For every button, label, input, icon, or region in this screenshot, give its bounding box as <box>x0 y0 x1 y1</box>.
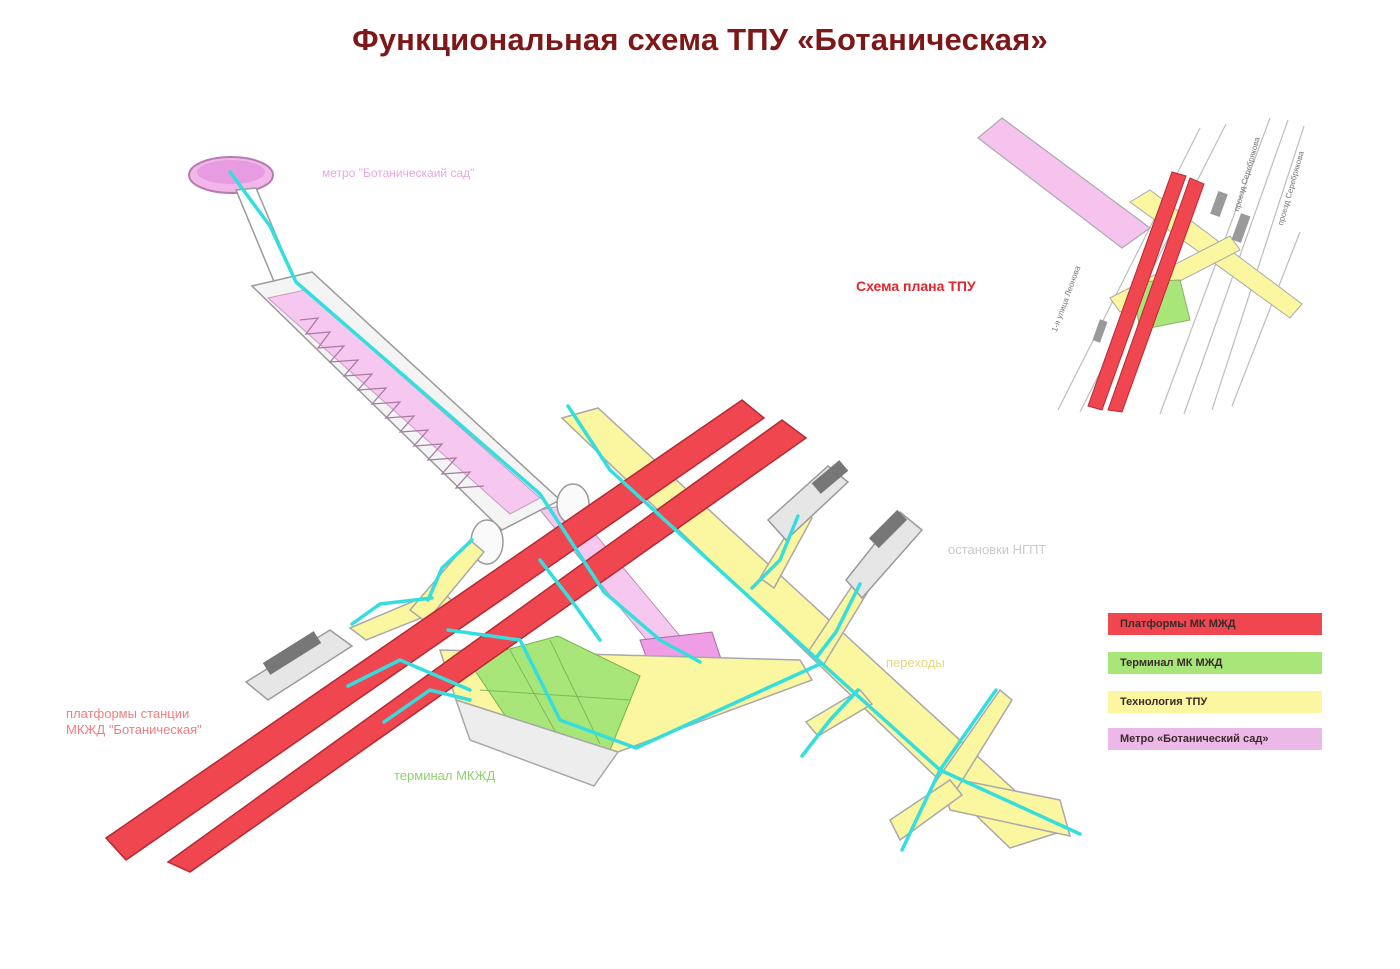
route-mid-left <box>382 688 472 724</box>
route-terminal-loop <box>446 628 822 750</box>
page-title: Функциональная схема ТПУ «Ботаническая» <box>352 22 1048 57</box>
terminal-outer-base <box>454 698 620 787</box>
route-right-vertical <box>900 688 998 852</box>
plan-caption: Схема плана ТПУ <box>856 278 976 294</box>
platform-right <box>166 419 808 873</box>
legend-item-metro: Метро «Ботанический сад» <box>1108 728 1322 750</box>
route-metro-spine <box>228 170 702 664</box>
bus-stop-2-canopy <box>868 509 908 549</box>
route-lower-right <box>800 688 860 758</box>
legend-label-terminal: Терминал МК МЖД <box>1120 657 1223 669</box>
bus-stop-pavilions <box>244 460 924 701</box>
bus-stop-3-canopy <box>262 631 322 675</box>
platform-left <box>104 399 766 861</box>
legend-item-platforms: Платформы МК МЖД <box>1108 613 1322 635</box>
route-to-stop-2 <box>814 582 862 660</box>
mkzhd-platforms <box>104 399 808 873</box>
route-crossing <box>538 558 602 642</box>
plan-inset <box>977 117 1305 415</box>
metro-stairs-zigzag <box>299 317 485 489</box>
label-metro: метро "Ботаническаий сад" <box>322 166 475 180</box>
legend-item-technology: Технология ТПУ <box>1108 691 1322 713</box>
terminal-mkzhd-structure <box>454 635 641 787</box>
label-transitions: переходы <box>886 655 945 670</box>
passage-lower-right <box>804 689 874 737</box>
route-to-stop-1 <box>750 514 800 590</box>
label-terminal: терминал МКЖД <box>394 768 496 783</box>
legend-label-technology: Технология ТПУ <box>1120 696 1208 708</box>
legend-label-metro: Метро «Ботанический сад» <box>1120 733 1269 745</box>
legend-label-platforms: Платформы МК МЖД <box>1120 618 1236 630</box>
route-left-ramp <box>426 538 474 602</box>
label-platforms-line2: МКЖД "Ботаническая" <box>66 722 202 737</box>
route-left-stairs <box>350 596 434 626</box>
label-bus-stops: остановки НГПТ <box>948 542 1047 557</box>
metro-escalator-hall <box>266 289 541 515</box>
plan-metro-hall <box>977 117 1152 249</box>
plan-platform-right <box>1107 177 1205 413</box>
metro-structure <box>188 156 731 695</box>
plan-platform-left <box>1087 171 1187 411</box>
route-main-diagonal <box>566 404 1082 836</box>
label-platforms-line1: платформы станции <box>66 706 190 721</box>
bus-stop-1-canopy <box>811 460 849 494</box>
route-lower-left <box>346 658 472 692</box>
legend-item-terminal: Терминал МК МЖД <box>1108 652 1322 674</box>
passenger-routes <box>228 170 1082 852</box>
